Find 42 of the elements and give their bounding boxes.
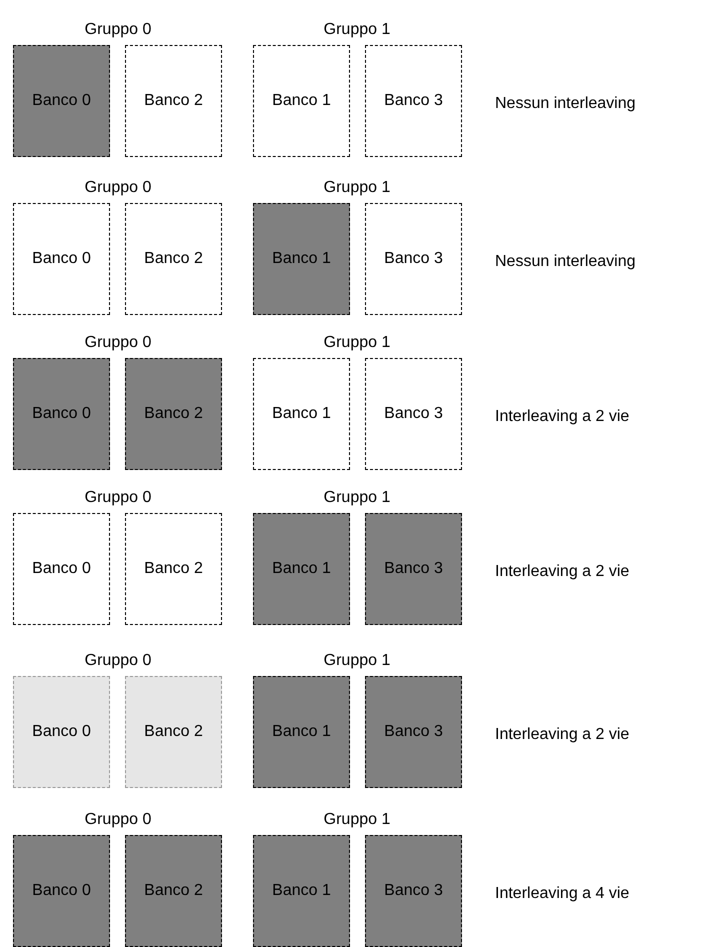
memory-bank-box: Banco 1 — [253, 45, 350, 157]
memory-bank-box: Banco 3 — [365, 513, 462, 625]
memory-bank-box: Banco 1 — [253, 676, 350, 788]
group-label: Gruppo 0 — [84, 179, 152, 197]
memory-bank-box: Banco 3 — [365, 45, 462, 157]
memory-bank-box: Banco 2 — [125, 835, 222, 947]
group-label: Gruppo 1 — [322, 179, 392, 197]
memory-bank-box: Banco 2 — [125, 358, 222, 470]
memory-bank-box: Banco 1 — [253, 203, 350, 315]
interleaving-caption: Interleaving a 2 vie — [495, 563, 630, 581]
group-label: Gruppo 0 — [84, 652, 152, 670]
memory-bank-box: Banco 1 — [253, 513, 350, 625]
group-label: Gruppo 0 — [84, 489, 152, 507]
group-label: Gruppo 1 — [322, 811, 392, 829]
memory-bank-box: Banco 3 — [365, 358, 462, 470]
group-label: Gruppo 0 — [84, 334, 152, 352]
group-label: Gruppo 1 — [322, 652, 392, 670]
memory-bank-box: Banco 3 — [365, 203, 462, 315]
interleaving-caption: Nessun interleaving — [495, 95, 636, 113]
group-label: Gruppo 1 — [322, 21, 392, 39]
memory-bank-box: Banco 3 — [365, 676, 462, 788]
memory-bank-box: Banco 1 — [253, 358, 350, 470]
interleaving-caption: Interleaving a 4 vie — [495, 885, 630, 903]
interleaving-caption: Interleaving a 2 vie — [495, 408, 630, 426]
memory-bank-box: Banco 1 — [253, 835, 350, 947]
group-label: Gruppo 1 — [322, 334, 392, 352]
memory-bank-box: Banco 0 — [13, 676, 110, 788]
memory-bank-box: Banco 2 — [125, 45, 222, 157]
interleaving-caption: Nessun interleaving — [495, 253, 636, 271]
memory-bank-box: Banco 0 — [13, 358, 110, 470]
memory-bank-box: Banco 2 — [125, 203, 222, 315]
memory-bank-box: Banco 3 — [365, 835, 462, 947]
group-label: Gruppo 0 — [84, 21, 152, 39]
memory-bank-box: Banco 0 — [13, 45, 110, 157]
memory-bank-box: Banco 0 — [13, 835, 110, 947]
memory-bank-box: Banco 2 — [125, 676, 222, 788]
group-label: Gruppo 0 — [84, 811, 152, 829]
memory-bank-box: Banco 2 — [125, 513, 222, 625]
memory-bank-box: Banco 0 — [13, 513, 110, 625]
group-label: Gruppo 1 — [322, 489, 392, 507]
memory-bank-box: Banco 0 — [13, 203, 110, 315]
interleaving-caption: Interleaving a 2 vie — [495, 726, 630, 744]
